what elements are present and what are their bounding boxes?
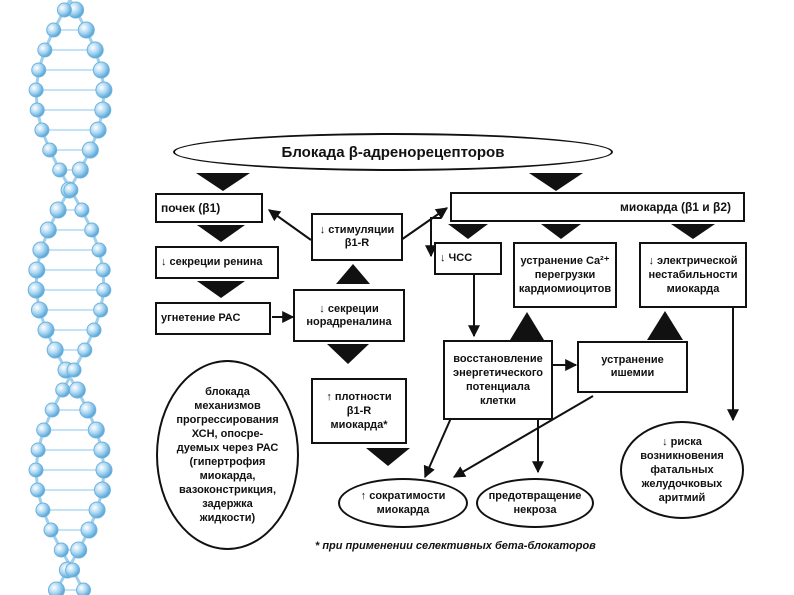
triangle-up-ca xyxy=(510,312,544,340)
diagram-connectors xyxy=(196,173,739,479)
arrow-to-kidneys xyxy=(268,209,312,241)
box-renin-secretion: ↓ секреции ренина xyxy=(155,246,279,279)
dna-helix-decoration xyxy=(27,0,113,595)
ellipse-contractility: ↑ сократимости миокарда xyxy=(338,478,468,528)
box-noradrenaline: ↓ секреции норадреналина xyxy=(293,289,405,342)
triangle-up-electrical xyxy=(647,311,683,340)
triangle-to-renin xyxy=(197,225,245,242)
box-energy-restoration: восстановление энергетического потенциал… xyxy=(443,340,553,420)
triangle-up-stimulation xyxy=(336,264,370,284)
beta-blockade-title: Блокада β-адренорецепторов xyxy=(173,133,613,171)
ellipse-blockade-mechanisms: блокада механизмов прогрессирования ХСН,… xyxy=(156,360,299,550)
triangle-to-ca xyxy=(541,224,581,239)
arrow-ischemia-to-contractility xyxy=(452,395,594,478)
box-stimulation: ↓ стимуляции β1-R xyxy=(311,213,403,261)
triangle-to-myocardium xyxy=(529,173,583,191)
ellipse-necrosis-prevention: предотвращение некроза xyxy=(476,478,594,528)
diagram-panel: Блокада β-адренорецепторов почек (β1) ↓ … xyxy=(153,128,749,566)
box-ca-overload: устранение Ca²⁺ перегрузки кардиомиоцито… xyxy=(513,242,617,308)
triangle-to-electrical xyxy=(671,224,715,239)
triangle-to-kidneys xyxy=(196,173,250,191)
triangle-from-noradrenaline xyxy=(327,344,369,364)
box-myocardium: миокарда (β1 и β2) xyxy=(450,192,745,222)
box-receptor-density: ↑ плотности β1-R миокарда* xyxy=(311,378,407,444)
box-electrical-instability: ↓ электрической нестабильности миокарда xyxy=(639,242,747,308)
arrow-energy-to-contractility xyxy=(423,417,452,479)
triangle-to-ras xyxy=(197,281,245,298)
box-ischemia: устранение ишемии xyxy=(577,341,688,393)
arrow-to-myocardium xyxy=(400,207,448,241)
box-kidneys: почек (β1) xyxy=(155,193,263,223)
ellipse-arrhythmia-risk: ↓ риска возникновения фатальных желудочк… xyxy=(620,421,744,519)
arrow-myocardium-down xyxy=(425,217,441,258)
box-ras-inhibition: угнетение РАС xyxy=(155,302,271,335)
triangle-to-heart-rate xyxy=(448,224,488,239)
box-heart-rate: ↓ ЧСС xyxy=(434,242,502,275)
triangle-to-contractility xyxy=(366,448,410,466)
footnote: * при применении селективных бета-блокат… xyxy=(315,540,596,552)
